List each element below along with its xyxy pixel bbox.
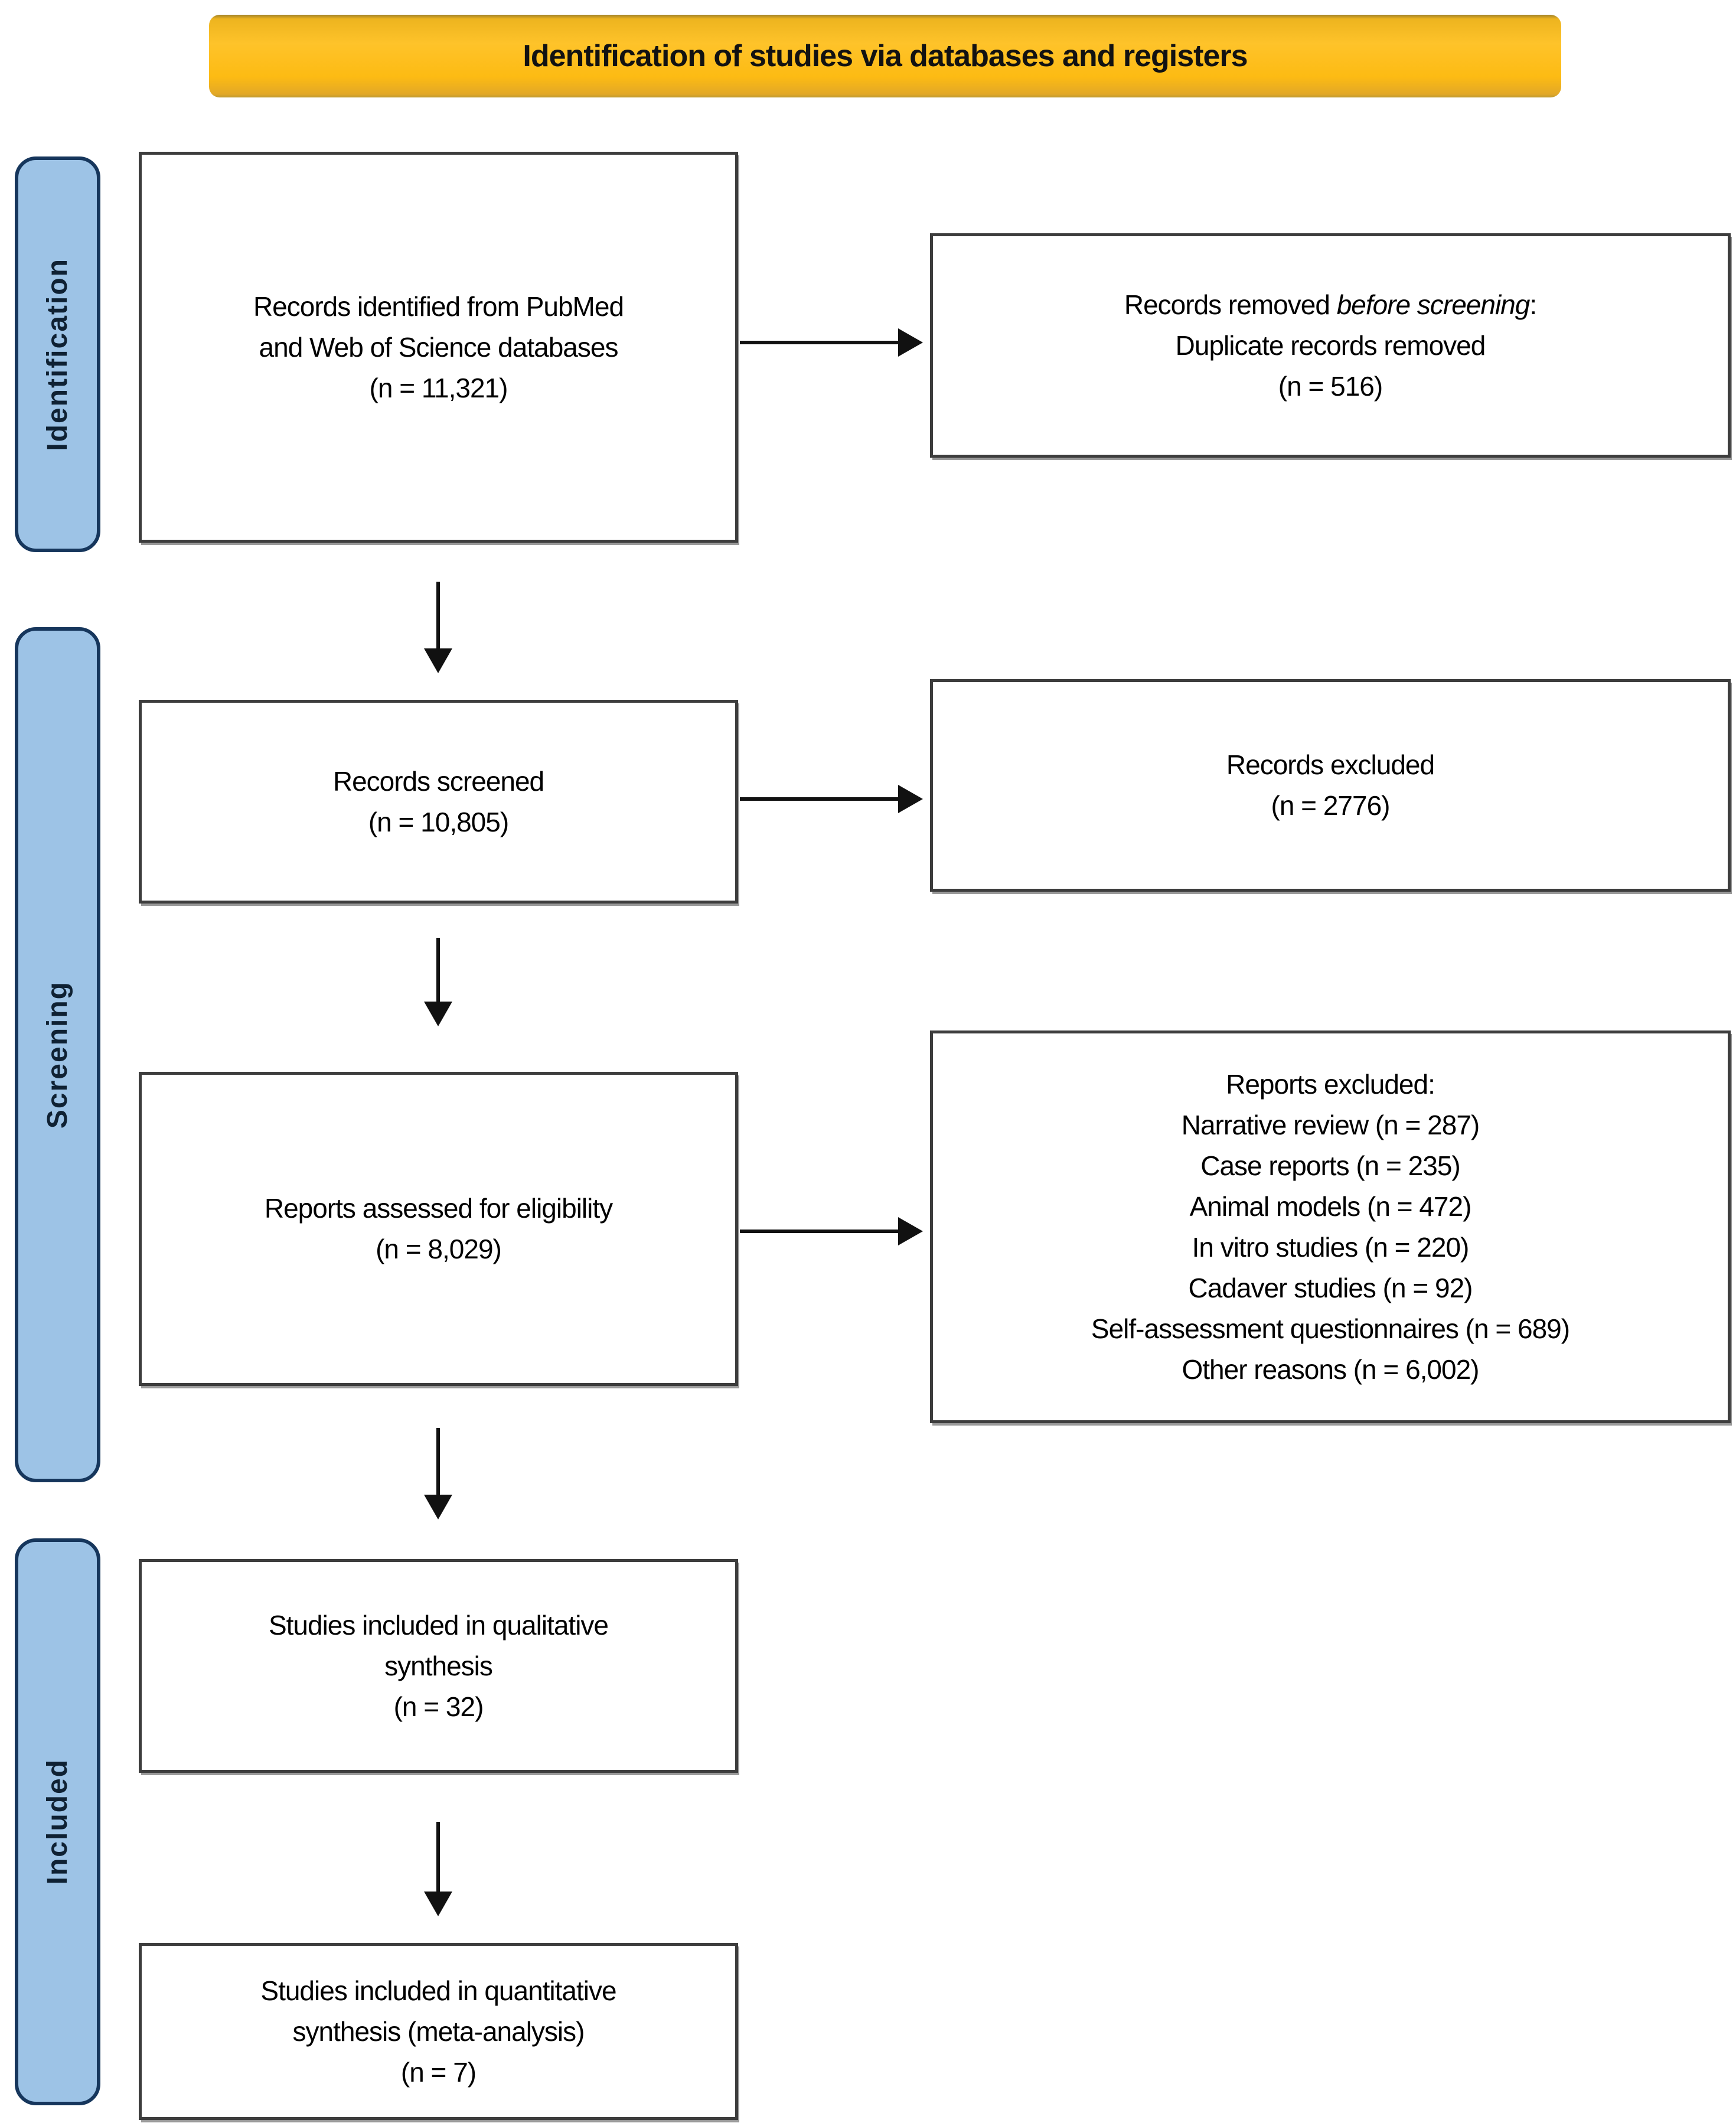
box-text-line: Self-assessment questionnaires (n = 689): [1091, 1313, 1570, 1344]
box-studies-quantitative: Studies included in quantitative synthes…: [139, 1943, 738, 2120]
arrow-assessed-to-reports-excluded: [740, 1215, 923, 1248]
arrow-shaft: [436, 938, 440, 1005]
arrow-identified-to-screened: [422, 582, 455, 673]
box-count-line: (n = 8,029): [376, 1234, 502, 1264]
box-studies-qualitative: Studies included in qualitative synthesi…: [139, 1559, 738, 1773]
arrow-shaft: [436, 1428, 440, 1498]
arrow-shaft: [740, 1230, 902, 1233]
box-text-line: Reports excluded:: [1226, 1068, 1435, 1100]
box-text-line: In vitro studies (n = 220): [1192, 1231, 1470, 1263]
stage-included-label: Included: [42, 1759, 73, 1885]
arrow-assessed-to-qualitative: [422, 1428, 455, 1519]
box-text-line: Studies included in quantitative: [260, 1975, 616, 2006]
arrow-down-head: [424, 1892, 452, 1916]
stage-included: Included: [15, 1538, 100, 2105]
box-reports-assessed: Reports assessed for eligibility (n = 8,…: [139, 1072, 738, 1386]
box-text-line: Duplicate records removed: [1175, 330, 1486, 361]
box-text-line: Cadaver studies (n = 92): [1188, 1272, 1473, 1303]
box-count-line: (n = 516): [1278, 370, 1383, 402]
box-records-excluded: Records excluded (n = 2776): [930, 679, 1731, 892]
stage-screening-label: Screening: [42, 980, 73, 1129]
box-text-line: Studies included in qualitative: [268, 1609, 609, 1641]
box-count-line: (n = 32): [393, 1691, 484, 1722]
arrow-down-head: [424, 648, 452, 673]
arrow-right-head: [898, 328, 923, 357]
stage-screening: Screening: [15, 627, 100, 1482]
stage-identification: Identification: [15, 156, 100, 552]
box-records-removed: Records removed before screening: Duplic…: [930, 233, 1731, 458]
box-reports-excluded: Reports excluded: Narrative review (n = …: [930, 1030, 1731, 1423]
box-count-line: (n = 10,805): [368, 806, 509, 837]
box-text-line: and Web of Science databases: [259, 331, 619, 363]
arrow-shaft: [740, 341, 902, 344]
diagram-title: Identification of studies via databases …: [523, 39, 1248, 73]
box-text-line: synthesis (meta-analysis): [292, 2016, 585, 2047]
stage-identification-label: Identification: [42, 257, 73, 451]
removed-suffix: :: [1529, 289, 1537, 320]
box-text-line: Case reports (n = 235): [1200, 1150, 1461, 1181]
arrow-shaft: [740, 797, 902, 801]
box-text-line: Other reasons (n = 6,002): [1182, 1354, 1479, 1385]
box-records-identified: Records identified from PubMed and Web o…: [139, 152, 738, 543]
arrow-qualitative-to-quantitative: [422, 1822, 455, 1916]
box-text-line: Records excluded: [1226, 749, 1435, 780]
arrow-right-head: [898, 785, 923, 813]
box-text-line: Reports assessed for eligibility: [264, 1193, 613, 1224]
box-text-line: Records identified from PubMed: [253, 291, 624, 322]
box-text-line: Animal models (n = 472): [1189, 1191, 1472, 1222]
box-count-line: (n = 2776): [1271, 790, 1391, 821]
box-count-line: (n = 7): [400, 2056, 477, 2088]
arrow-shaft: [436, 1822, 440, 1895]
box-text-line: Records screened: [332, 765, 544, 797]
removed-italic: before screening: [1336, 289, 1531, 320]
box-records-screened: Records screened (n = 10,805): [139, 700, 738, 904]
box-text-line: synthesis: [384, 1650, 493, 1681]
arrow-down-head: [424, 1002, 452, 1026]
arrow-screened-to-excluded: [740, 782, 923, 816]
box-count-line: (n = 11,321): [369, 372, 508, 403]
arrow-identified-to-removed: [740, 326, 923, 359]
box-text-line: Records removed before screening:: [1124, 285, 1537, 325]
arrow-screened-to-assessed: [422, 938, 455, 1026]
arrow-shaft: [436, 582, 440, 652]
removed-prefix: Records removed: [1124, 289, 1337, 320]
box-text-line: Narrative review (n = 287): [1181, 1109, 1480, 1140]
title-banner: Identification of studies via databases …: [209, 15, 1561, 97]
arrow-right-head: [898, 1217, 923, 1245]
arrow-down-head: [424, 1495, 452, 1519]
